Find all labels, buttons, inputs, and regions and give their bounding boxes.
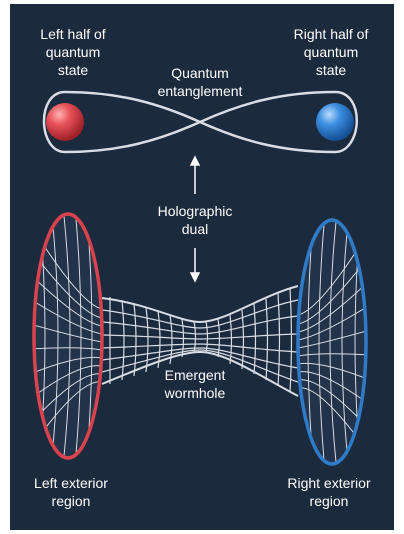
- diagram-panel: Left half of quantum state Right half of…: [10, 4, 394, 530]
- entanglement-label: Quantum entanglement: [157, 65, 243, 99]
- entanglement-loop: [42, 90, 358, 154]
- wormhole-throat: [101, 285, 299, 397]
- left-qubit-sphere: [46, 103, 84, 141]
- right-exterior-funnel: [296, 218, 368, 466]
- diagram-artwork: [32, 90, 368, 466]
- holographic-label: Holographic dual: [157, 203, 233, 237]
- left-half-label: Left half of quantum state: [40, 26, 106, 78]
- holographic-arrow: [189, 155, 201, 283]
- right-exterior-label: Right exterior region: [287, 475, 371, 509]
- left-exterior-label: Left exterior region: [34, 475, 108, 509]
- left-exterior-funnel: [32, 212, 104, 460]
- right-half-label: Right half of quantum state: [293, 26, 369, 78]
- wormhole-label: Emergent wormhole: [164, 367, 226, 401]
- right-qubit-sphere: [316, 103, 354, 141]
